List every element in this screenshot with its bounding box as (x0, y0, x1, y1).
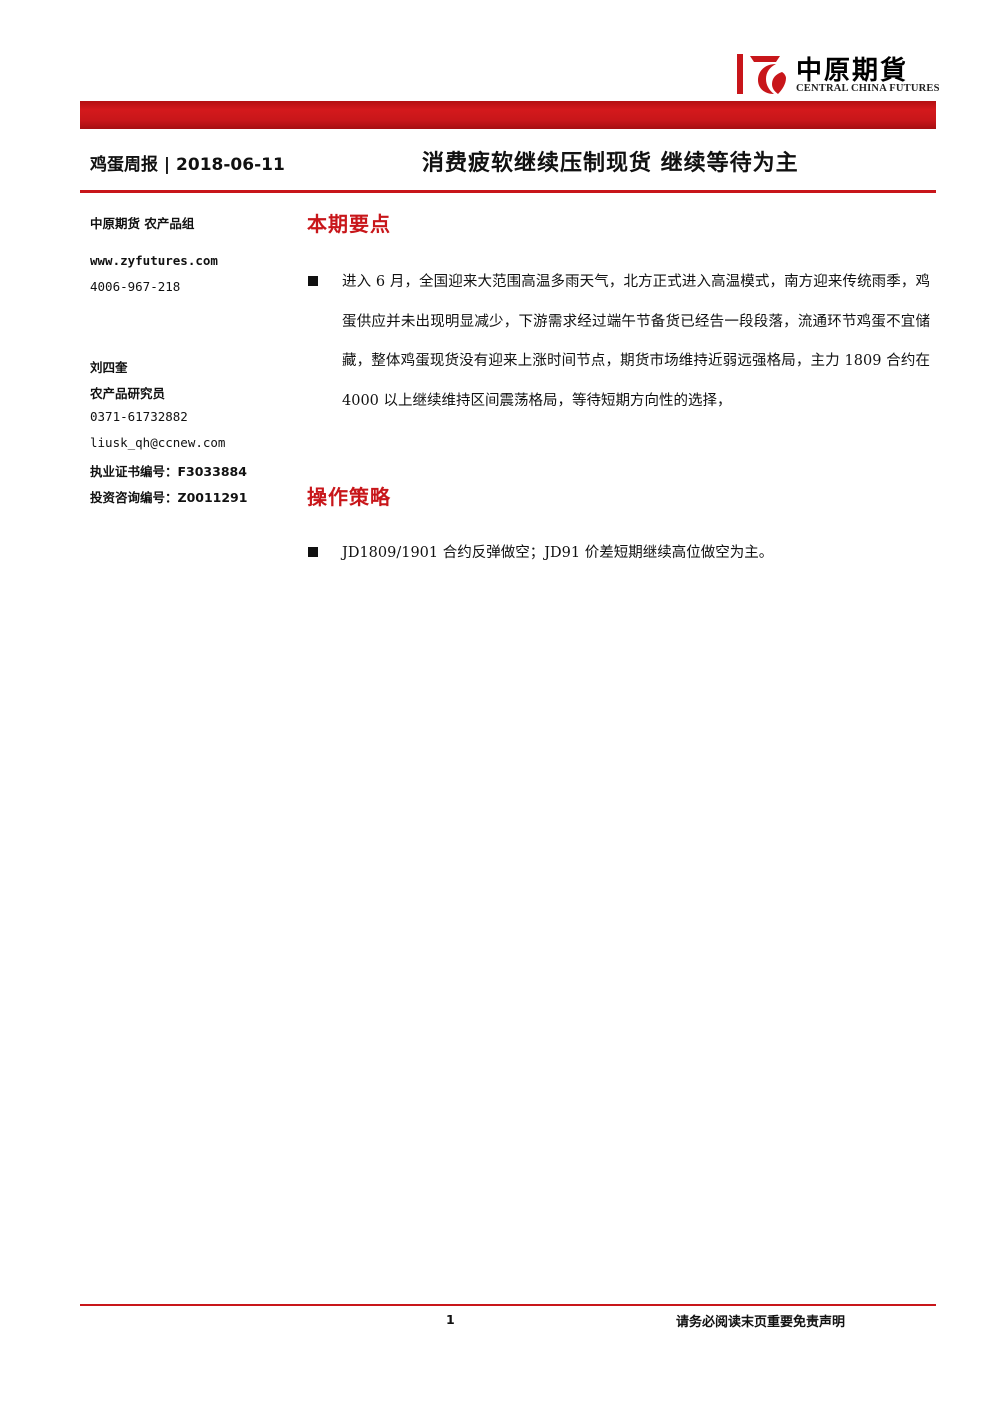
analyst-name: 刘四奎 (90, 360, 128, 375)
page-number: 1 (446, 1312, 455, 1327)
license-number: 执业证书编号：F3033884 (90, 464, 247, 479)
bullet-square-icon (308, 547, 318, 557)
analyst-phone: 0371-61732882 (90, 409, 188, 424)
strategy-heading: 操作策略 (307, 485, 391, 509)
logo-english-name: CENTRAL CHINA FUTURES (796, 83, 940, 94)
sidebar-website[interactable]: www.zyfutures.com (90, 253, 218, 268)
disclaimer-note: 请务必阅读末页重要免责声明 (676, 1315, 846, 1330)
report-type-date: 鸡蛋周报 | 2018-06-11 (90, 155, 285, 175)
footer-divider (80, 1304, 936, 1306)
sidebar-group: 中原期货 农产品组 (90, 216, 195, 231)
analyst-email[interactable]: liusk_qh@ccnew.com (90, 435, 226, 450)
page-title: 消费疲软继续压制现货 继续等待为主 (422, 150, 799, 176)
company-logo-icon (737, 54, 786, 94)
consult-number: 投资咨询编号：Z0011291 (90, 490, 248, 505)
company-logo: 中原期貨 CENTRAL CHINA FUTURES (736, 50, 939, 98)
strategy-paragraph: JD1809/1901 合约反弹做空；JD91 价差短期继续高位做空为主。 (342, 545, 774, 561)
highlights-paragraph: 进入 6 月，全国迎来大范围高温多雨天气，北方正式进入高温模式，南方迎来传统雨季… (342, 274, 930, 409)
analyst-role: 农产品研究员 (90, 386, 166, 401)
header-divider (80, 190, 936, 193)
sidebar-phone: 4006-967-218 (90, 279, 181, 294)
logo-chinese-name: 中原期貨 (796, 56, 909, 86)
highlights-heading: 本期要点 (307, 212, 391, 236)
bullet-square-icon (308, 276, 318, 286)
header-red-band (80, 101, 936, 129)
